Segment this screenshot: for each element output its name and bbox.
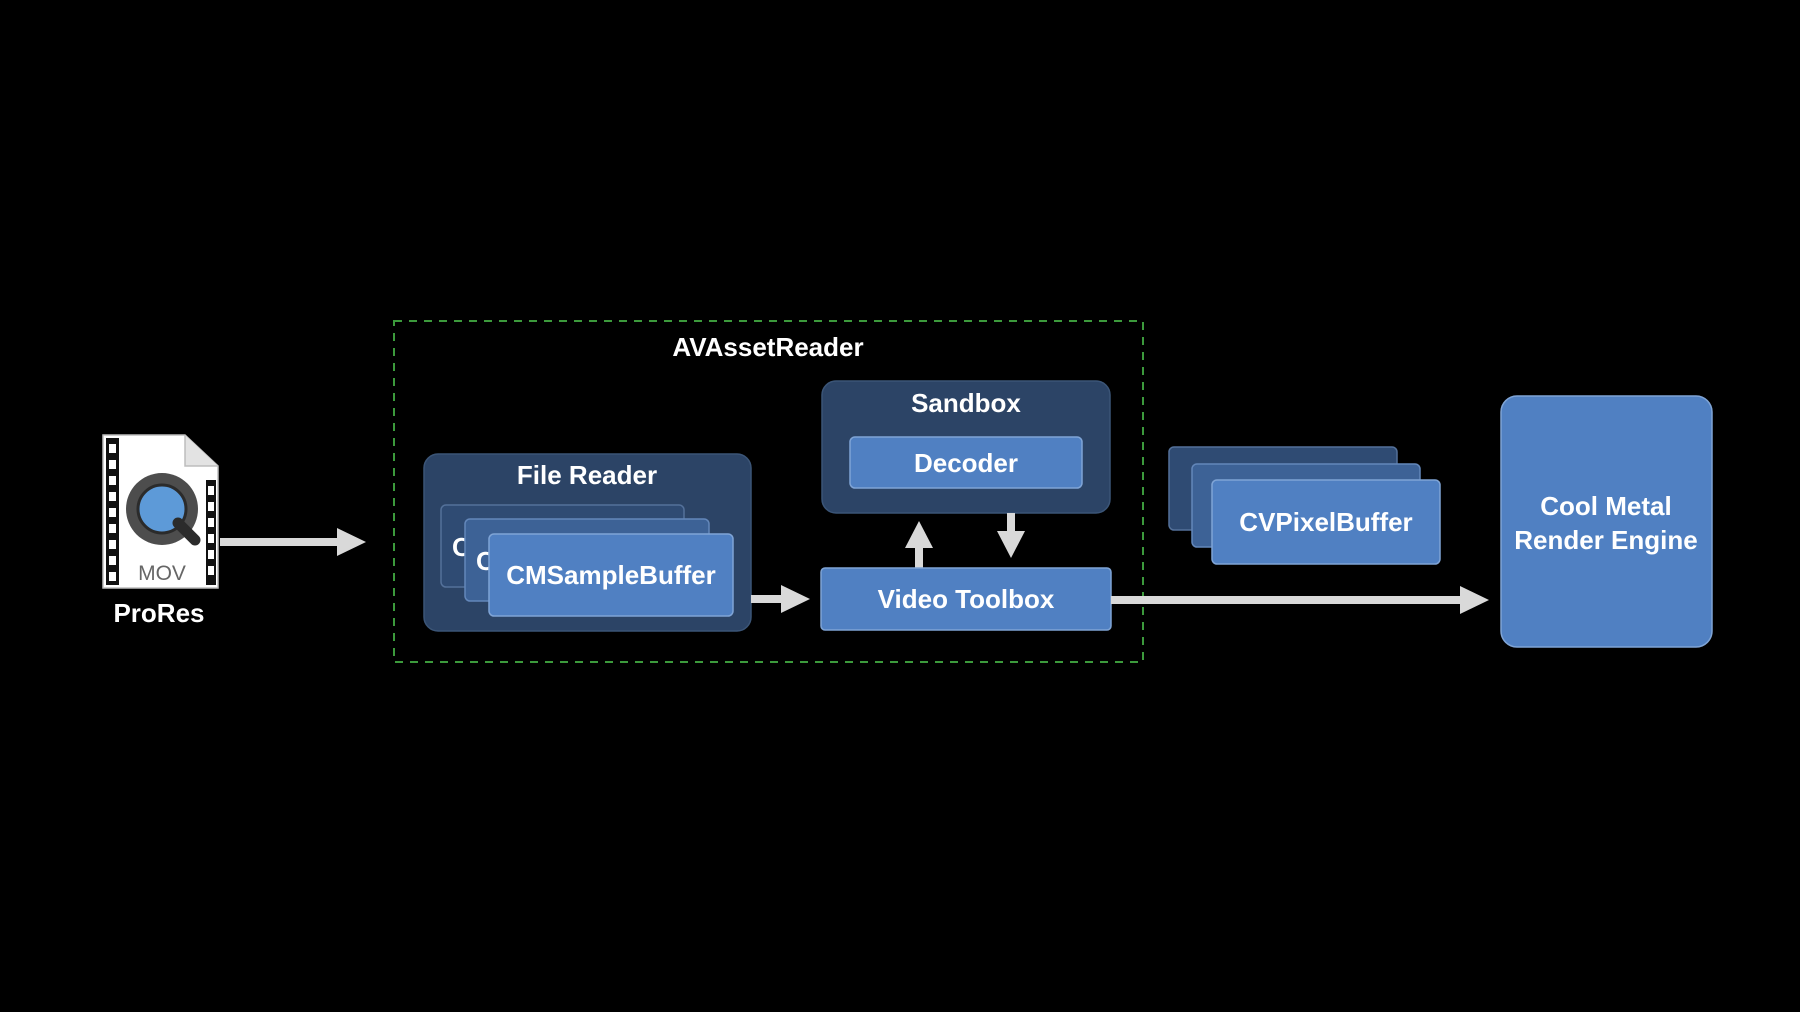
sandbox-title: Sandbox xyxy=(911,388,1021,418)
cmsamplebuffer-box xyxy=(488,533,734,617)
quicktime-movie-file-icon: MOV xyxy=(102,434,219,589)
avassetreader-container: AVAssetReader xyxy=(393,320,1144,663)
sandbox-panel: Sandbox Decoder xyxy=(821,380,1111,514)
source-label: ProRes xyxy=(113,598,204,628)
video-toolbox-label: Video Toolbox xyxy=(878,584,1055,614)
cvpixelbuffer-box xyxy=(1211,479,1441,565)
decoder-box xyxy=(849,436,1083,489)
file-corner-fold xyxy=(184,435,218,467)
avassetreader-title: AVAssetReader xyxy=(672,332,863,362)
avassetreader-border xyxy=(393,320,1144,663)
quicktime-q-logo xyxy=(126,473,201,546)
render-engine-background xyxy=(1500,395,1713,648)
film-strip-holes xyxy=(109,444,214,581)
render-engine-label-line1: Cool Metal xyxy=(1540,491,1671,521)
cmsamplebuffer-label: CMSampleBuffer xyxy=(506,560,715,590)
film-strip-right xyxy=(206,480,216,585)
decoder-label: Decoder xyxy=(914,448,1018,478)
arrow-reader-to-toolbox xyxy=(751,585,810,613)
file-reader-panel: File Reader C C CMSampleBuffer xyxy=(423,453,752,632)
file-reader-title: File Reader xyxy=(517,460,657,490)
arrow-toolbox-to-sandbox xyxy=(905,521,933,568)
arrow-sandbox-to-toolbox xyxy=(997,513,1025,558)
file-type-tag: MOV xyxy=(138,562,186,585)
video-toolbox-box: Video Toolbox xyxy=(820,567,1112,631)
arrow-source-to-reader xyxy=(220,528,366,556)
cvpixelbuffer-label: CVPixelBuffer xyxy=(1239,507,1412,537)
render-engine-box: Cool Metal Render Engine xyxy=(1500,395,1713,648)
render-engine-label-line2: Render Engine xyxy=(1514,525,1697,555)
arrow-toolbox-to-engine xyxy=(1111,586,1489,614)
q-logo-tail xyxy=(172,517,201,546)
cvpixelbuffer-stack: CVPixelBuffer xyxy=(1168,446,1441,565)
